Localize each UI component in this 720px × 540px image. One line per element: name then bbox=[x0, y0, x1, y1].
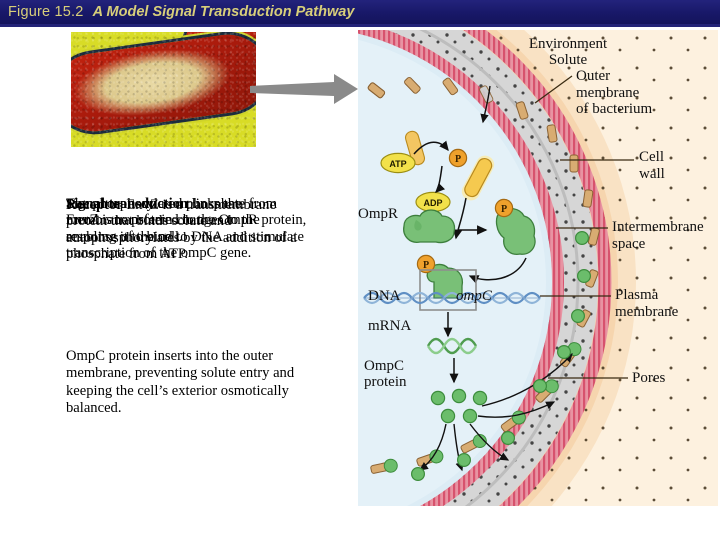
text-block-ompc-protein: OmpC protein inserts into the outer memb… bbox=[66, 348, 295, 417]
label-pores: Pores bbox=[632, 370, 666, 386]
ompc-dispersal-arrows bbox=[418, 353, 573, 472]
signal-transduction-diagram: P ATP ADP bbox=[358, 30, 718, 506]
phosphate-transfer-arrow bbox=[453, 197, 467, 240]
figure-number: Figure 15.2 bbox=[8, 4, 84, 20]
ompc-protein-cluster bbox=[430, 388, 488, 424]
label-mrna: mRNA bbox=[368, 318, 412, 334]
svg-text:ATP: ATP bbox=[389, 159, 406, 169]
dna-double-helix bbox=[363, 291, 541, 305]
label-ompr: OmpR bbox=[358, 206, 399, 222]
envz-receptor-phosphorylated bbox=[461, 155, 495, 201]
ompr-protein-phosphorylated: P bbox=[494, 198, 536, 255]
diagram-svg: P ATP ADP bbox=[358, 30, 718, 506]
svg-text:ADP: ADP bbox=[423, 198, 442, 208]
svg-text:P: P bbox=[501, 204, 507, 215]
phosphate-on-receptor: P bbox=[448, 148, 468, 168]
text-body-signal: links the membrane protein changes to th… bbox=[66, 196, 260, 245]
title-divider bbox=[0, 24, 720, 27]
label-ompc-protein: OmpC protein bbox=[364, 358, 407, 390]
label-intermembrane-space: Intermembrane space bbox=[612, 219, 704, 252]
text-body-phos: The phosphorylated phosphate from EnvZ i… bbox=[66, 196, 307, 262]
label-outer-membrane: Outer membrane of bacterium bbox=[576, 68, 653, 117]
ompc-in-transit bbox=[410, 231, 592, 482]
adp-molecule: ADP bbox=[415, 191, 451, 213]
text-body-receptor: EnvZ is a transmembrane protein that bin… bbox=[66, 197, 297, 263]
receptor-to-adp-arrow bbox=[435, 165, 446, 193]
svg-text:P: P bbox=[455, 154, 461, 165]
bacterium-micrograph bbox=[71, 32, 256, 147]
ompr-bound-to-dna: P bbox=[416, 254, 464, 299]
atp-to-receptor-arrow bbox=[413, 140, 449, 155]
ompr-protein-unphosphorylated bbox=[403, 209, 456, 244]
label-cell-wall: Cell wall bbox=[639, 149, 665, 182]
text-block-phosphotransfer: The phosphorylated phosphate from EnvZ i… bbox=[66, 196, 310, 262]
text-lead-signal: Signal transduction bbox=[66, 196, 189, 212]
micrograph-cell-primary bbox=[71, 32, 256, 137]
mrna-transcript bbox=[426, 337, 478, 355]
text-block-receptor: Receptor EnvZ is a transmembrane protein… bbox=[66, 197, 310, 263]
promoter-box bbox=[419, 269, 477, 311]
solute-entry-arrow bbox=[480, 85, 491, 124]
text-block-signal-transduction: Signal transduction links the membrane p… bbox=[66, 196, 302, 245]
photo-to-diagram-arrow-icon bbox=[250, 72, 362, 115]
atp-molecule: ATP bbox=[380, 152, 416, 174]
svg-text:P: P bbox=[423, 260, 429, 271]
label-environment: Environment bbox=[528, 36, 608, 52]
slide-title-bar: Figure 15.2 A Model Signal Transduction P… bbox=[0, 0, 720, 24]
text-lead-receptor: Receptor bbox=[66, 197, 123, 213]
label-dna: DNA bbox=[368, 288, 401, 304]
label-solute: Solute bbox=[548, 52, 588, 68]
label-plasma-membrane: Plasma membrane bbox=[615, 287, 679, 320]
page-title: A Model Signal Transduction Pathway bbox=[92, 4, 355, 20]
label-ompc-gene: ompC bbox=[456, 288, 492, 304]
